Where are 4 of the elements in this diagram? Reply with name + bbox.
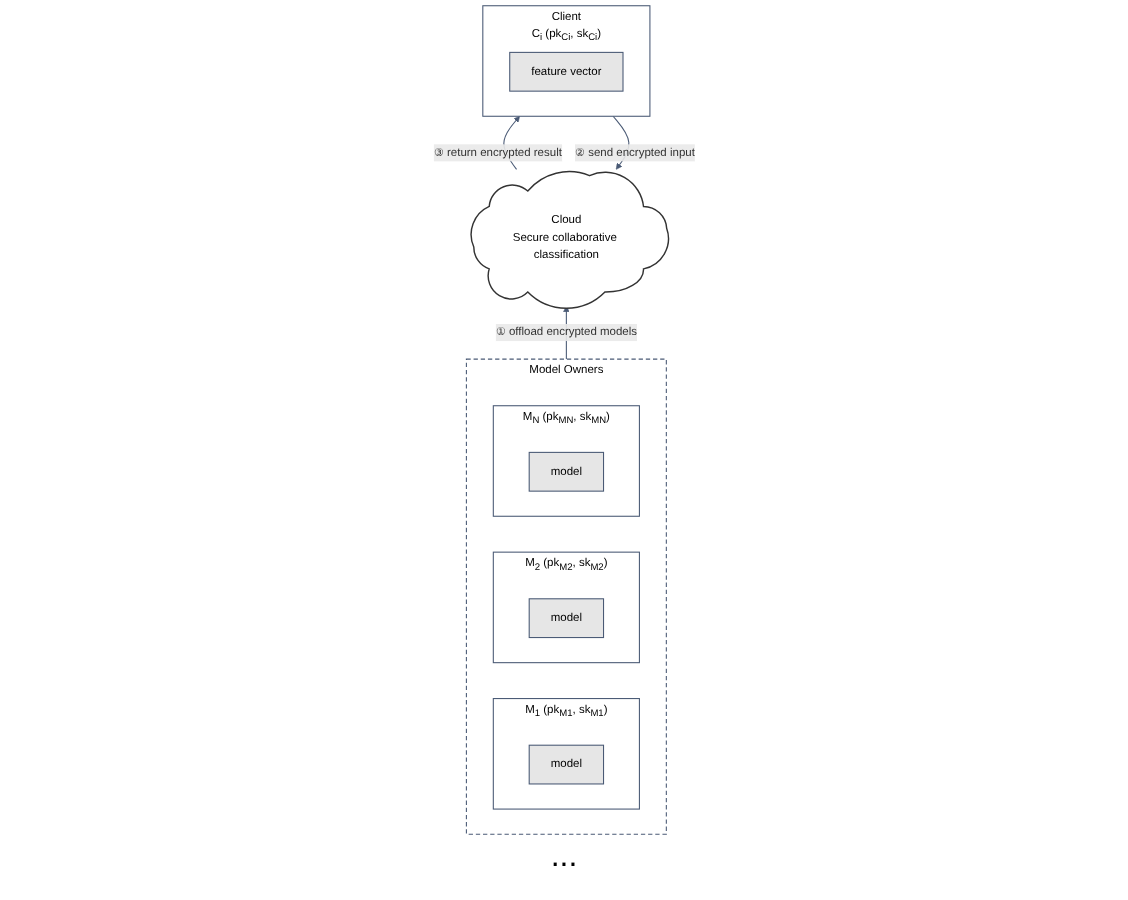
cluster — [492, 551, 640, 664]
ellipsis-text: ... — [550, 840, 578, 874]
cluster — [492, 698, 640, 810]
cluster — [492, 405, 640, 517]
